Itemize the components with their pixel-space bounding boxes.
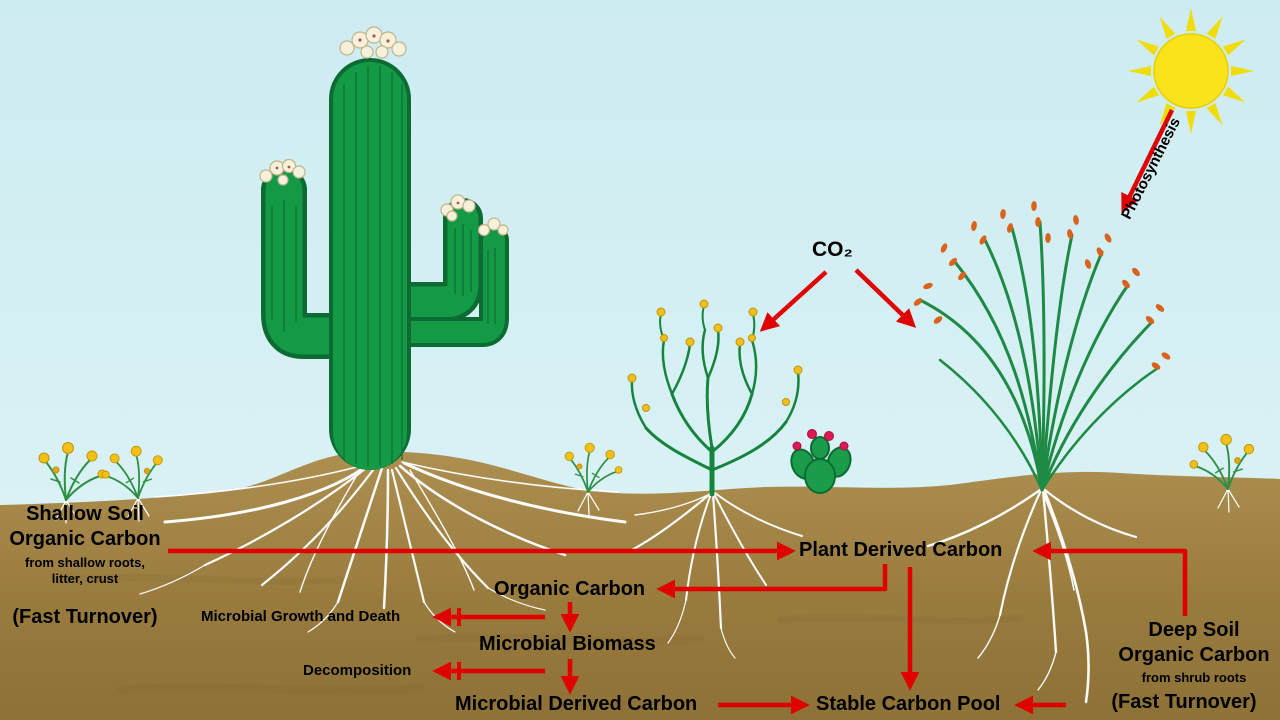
arrow-photosynthesis	[1121, 109, 1175, 214]
flow-arrows	[168, 109, 1188, 715]
arrow-plant-derived-to-organic	[656, 564, 888, 599]
cholla-shrub	[627, 299, 803, 497]
arrow-co2-to-cholla	[759, 270, 828, 332]
sun-icon	[1128, 8, 1254, 134]
label-shallow-soil-sub: from shallow roots, litter, crust	[0, 555, 170, 587]
ocotillo-roots	[926, 488, 1138, 704]
wildflower-roots	[55, 488, 1240, 524]
cholla-roots	[626, 492, 803, 659]
saguaro-roots	[139, 460, 627, 633]
prickly-pear-cactus	[790, 429, 852, 494]
shallow-soil-line2: Organic Carbon	[9, 528, 161, 550]
label-decomposition: Decomposition	[303, 662, 412, 679]
label-deep-soil-organic-carbon: Deep Soil Organic Carbon	[1108, 618, 1280, 668]
soil-texture	[56, 573, 1024, 695]
deep-soil-line2: Organic Carbon	[1118, 644, 1270, 666]
label-microbial-growth-and-death: Microbial Growth and Death	[201, 608, 401, 625]
arrow-co2-to-ocotillo	[854, 268, 917, 328]
label-deep-soil-sub: from shrub roots	[1141, 670, 1247, 685]
label-microbial-derived-carbon: Microbial Derived Carbon	[455, 693, 698, 715]
label-stable-carbon-pool: Stable Carbon Pool	[816, 693, 1001, 715]
shallow-soil-sub2: litter, crust	[51, 571, 119, 586]
arrow-deep-to-plant-derived	[1032, 541, 1188, 616]
label-shallow-soil-organic-carbon: Shallow Soil Organic Carbon	[0, 502, 170, 552]
saguaro-cactus	[259, 26, 509, 470]
deep-soil-line1: Deep Soil	[1148, 619, 1240, 641]
soil	[0, 451, 1280, 720]
label-organic-carbon: Organic Carbon	[494, 578, 646, 600]
label-microbial-biomass: Microbial Biomass	[479, 633, 656, 655]
shallow-soil-line1: Shallow Soil	[26, 503, 144, 525]
label-co2: CO₂	[812, 238, 853, 261]
shallow-soil-sub1: from shallow roots,	[25, 555, 145, 570]
label-deep-fast-turnover: (Fast Turnover)	[1111, 691, 1257, 713]
label-plant-derived-carbon: Plant Derived Carbon	[799, 539, 1003, 561]
ocotillo-shrub	[913, 201, 1171, 492]
label-shallow-fast-turnover: (Fast Turnover)	[12, 606, 158, 628]
